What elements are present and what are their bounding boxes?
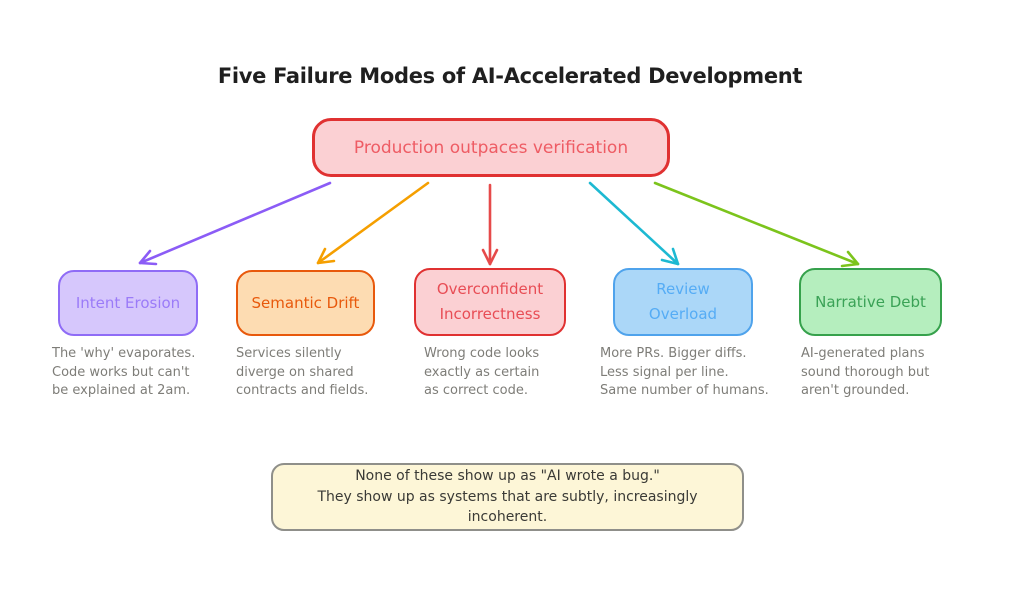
desc-line: sound thorough but: [801, 364, 930, 380]
desc-line: diverge on shared: [236, 364, 354, 380]
node-label: Review Overload: [648, 280, 718, 323]
desc-line: Less signal per line.: [600, 364, 729, 380]
arrow-to-overconfident-incorrectness: [481, 183, 499, 266]
desc-line: aren't grounded.: [801, 383, 910, 398]
desc-semantic-drift: Services silently diverge on shared cont…: [236, 345, 368, 401]
node-label: Overconfident Incorrectness: [436, 280, 544, 323]
note-line: None of these show up as "AI wrote a bug…: [355, 468, 660, 485]
node-production-outpaces-verification: Production outpaces verification: [312, 118, 670, 177]
desc-intent-erosion: The 'why' evaporates. Code works but can…: [52, 345, 195, 401]
note-line: They show up as systems that are subtly,…: [317, 488, 698, 505]
desc-line: More PRs. Bigger diffs.: [600, 346, 747, 361]
desc-line: Services silently: [236, 346, 342, 361]
node-label: Narrative Debt: [815, 292, 926, 311]
diagram-title: Five Failure Modes of AI-Accelerated Dev…: [217, 64, 803, 88]
arrow-to-review-overload: [588, 181, 680, 266]
node-label: Intent Erosion: [75, 293, 181, 312]
arrow-to-semantic-drift: [316, 181, 430, 265]
desc-line: Code works but can't: [52, 364, 190, 380]
node-label: Semantic Drift: [251, 293, 360, 312]
arrow-to-narrative-debt: [653, 181, 860, 268]
desc-review-overload: More PRs. Bigger diffs. Less signal per …: [600, 345, 769, 401]
desc-line: Wrong code looks: [424, 346, 540, 361]
desc-line: be explained at 2am.: [52, 383, 191, 398]
summary-note: None of these show up as "AI wrote a bug…: [271, 463, 744, 531]
node-overconfident-incorrectness: Overconfident Incorrectness: [414, 268, 566, 336]
arrow-to-intent-erosion: [138, 181, 332, 266]
root-node-label: Production outpaces verification: [353, 137, 629, 158]
desc-line: as correct code.: [424, 383, 529, 398]
desc-narrative-debt: AI-generated plans sound thorough but ar…: [801, 345, 929, 401]
node-narrative-debt: Narrative Debt: [799, 268, 942, 336]
node-intent-erosion: Intent Erosion: [58, 270, 198, 336]
desc-overconfident-incorrectness: Wrong code looks exactly as certain as c…: [424, 345, 539, 401]
desc-line: exactly as certain: [424, 364, 540, 380]
note-line: incoherent.: [467, 509, 548, 526]
node-review-overload: Review Overload: [613, 268, 753, 336]
node-semantic-drift: Semantic Drift: [236, 270, 375, 336]
desc-line: contracts and fields.: [236, 383, 369, 398]
desc-line: Same number of humans.: [600, 383, 769, 398]
desc-line: The 'why' evaporates.: [52, 346, 196, 361]
desc-line: AI-generated plans: [801, 346, 925, 361]
